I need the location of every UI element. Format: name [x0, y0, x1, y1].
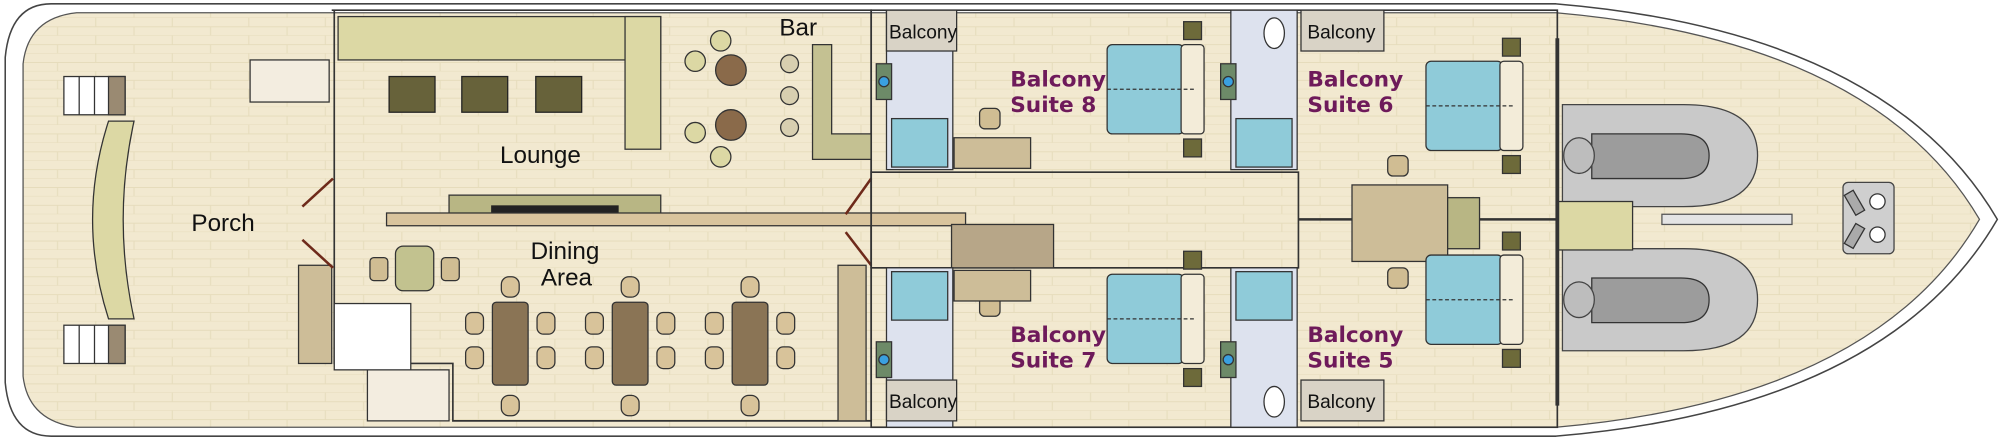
bar-label: Bar [779, 15, 817, 42]
dining-table [611, 301, 649, 386]
porch-steps-top [63, 75, 126, 116]
basin [1222, 353, 1235, 366]
tender-boat-bottom [1561, 248, 1759, 352]
shared-desk-side [1447, 197, 1481, 250]
balcony-suite-7: Balcony [885, 379, 958, 422]
chair [369, 256, 389, 282]
armchair [1387, 154, 1409, 177]
svg-text:Balcony: Balcony [889, 392, 957, 413]
nightstand [1501, 348, 1521, 368]
sideboard [837, 264, 867, 422]
anchor-windlass [1842, 181, 1895, 255]
armchair [1387, 267, 1409, 289]
bow-rail [1661, 213, 1793, 226]
dining-label-line1: Dining [531, 238, 600, 265]
chair [440, 256, 460, 282]
svg-text:Balcony: Balcony [1307, 392, 1375, 413]
nightstand [1183, 21, 1203, 41]
chair [656, 346, 676, 370]
chair [740, 276, 760, 298]
small-dining-table [394, 245, 435, 292]
chair [620, 276, 640, 298]
chair [584, 346, 604, 370]
corridor-door[interactable] [844, 177, 873, 267]
chair [704, 346, 724, 370]
buffet-counter [385, 194, 967, 227]
dining-table [491, 301, 529, 386]
nightstand [1183, 367, 1203, 388]
chair [584, 311, 604, 335]
stairs-lower-left [366, 369, 450, 422]
basin [878, 75, 890, 88]
dining-table [731, 301, 769, 386]
porch-door[interactable] [301, 177, 334, 269]
armchair [978, 107, 1001, 130]
balcony-suite-5: Balcony [1300, 379, 1385, 422]
chair [536, 346, 556, 370]
nightstand [1501, 37, 1521, 57]
desk [953, 269, 1032, 302]
chair [536, 311, 556, 335]
lounge-label: Lounge [500, 142, 581, 169]
coffee-table [461, 75, 509, 113]
corridor-stairs [950, 223, 1055, 269]
coffee-table [388, 75, 436, 113]
toilet [1263, 17, 1286, 50]
bar-tables [684, 29, 800, 168]
shared-desk [1351, 184, 1449, 263]
chair [500, 394, 520, 417]
chair [776, 346, 796, 370]
basin [878, 353, 890, 366]
balcony-suite-6: Balcony [1300, 9, 1385, 52]
pantry [333, 302, 412, 371]
lounge-sofa [337, 15, 662, 150]
balcony-suite-8: Balcony [885, 9, 958, 52]
chair [656, 311, 676, 335]
porch-bench [92, 120, 135, 320]
porch-label: Porch [191, 210, 254, 237]
shower [890, 271, 949, 321]
nightstand [1183, 250, 1203, 270]
shower [1235, 117, 1293, 168]
nightstand [1501, 231, 1521, 251]
bow-stairs [1557, 200, 1634, 251]
nightstand [1183, 138, 1203, 158]
coffee-table [535, 75, 583, 113]
chair [464, 346, 485, 370]
dining-label-line2: Area [541, 265, 593, 292]
chair [464, 311, 485, 335]
desk [953, 137, 1032, 169]
dining-tables [464, 276, 796, 417]
porch-steps-bottom [63, 324, 126, 365]
tender-boat-top [1561, 103, 1759, 208]
shower [1235, 271, 1293, 321]
chair [740, 394, 760, 417]
svg-text:Balcony: Balcony [1307, 22, 1375, 43]
service-block [297, 264, 333, 365]
nightstand [1501, 154, 1521, 175]
toilet [1263, 385, 1286, 418]
basin [1222, 75, 1235, 88]
chair [776, 311, 796, 335]
chair [704, 311, 724, 335]
stairs-upper-left [249, 59, 330, 103]
shower [890, 117, 949, 168]
svg-text:Balcony: Balcony [889, 22, 957, 43]
chair [500, 276, 520, 298]
chair [620, 394, 640, 417]
